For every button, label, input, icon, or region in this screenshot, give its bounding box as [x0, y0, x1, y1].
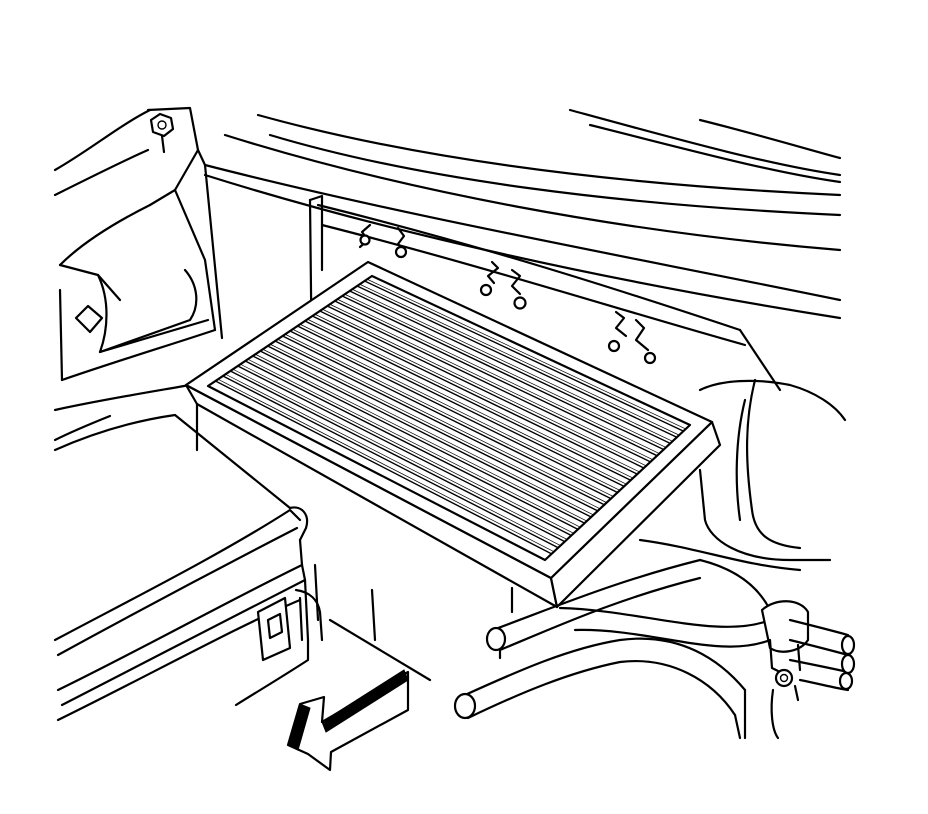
retaining-clip-1 [358, 223, 408, 259]
retaining-clip-3 [607, 310, 657, 365]
filter-pleat-edge [359, 283, 680, 436]
filter-pleat-edge [352, 288, 673, 442]
cowl-panel-curves [203, 108, 842, 320]
filter-pleat-edge [217, 378, 555, 553]
filter-pleat [222, 375, 559, 549]
filter-pleat [304, 320, 632, 481]
filter-pleat-edge [344, 293, 667, 448]
filter-pleat [229, 370, 566, 543]
filter-pleat-edge [277, 338, 607, 503]
filter-pleat-edge [240, 363, 574, 534]
filter-pleat [319, 310, 645, 469]
filter-pleat-edge [262, 348, 594, 516]
removal-arrow-icon [286, 669, 410, 772]
filter-pleat-edge [314, 313, 640, 473]
filter-pleat [348, 290, 671, 445]
filter-pleat-edge [337, 298, 660, 454]
filter-pleat-edge [255, 353, 588, 522]
filter-pleats [214, 278, 686, 555]
left-side-panel [53, 106, 224, 442]
filter-pleat [296, 325, 625, 488]
filter-pleat [363, 280, 685, 432]
filter-pleat [334, 300, 658, 457]
filter-pleat [252, 355, 586, 524]
filter-pleat [289, 330, 619, 494]
filter-pleat-edge [292, 328, 620, 491]
filter-pleat-edge [329, 303, 653, 460]
filter-pleat [214, 380, 553, 555]
filter-housing [298, 194, 847, 572]
filter-pleat-edge [270, 343, 601, 510]
filter-pleat [259, 350, 592, 518]
filter-pleat [311, 315, 638, 475]
cable-harness [453, 558, 856, 740]
filter-pleat [266, 345, 599, 512]
filter-pleat-edge [284, 333, 614, 497]
filter-pleat [356, 285, 678, 438]
filter-pleat [274, 340, 606, 506]
filter-pleat [244, 360, 579, 531]
filter-pleat [281, 335, 612, 500]
filter-pleat-edge [225, 373, 561, 546]
filter-pleat-edge [299, 323, 627, 485]
filter-pleat-edge [247, 358, 581, 528]
filter-pleat-edge [232, 368, 568, 540]
retaining-clips [358, 223, 657, 365]
filter-pleat [326, 305, 652, 463]
cabin-air-filter [184, 260, 722, 609]
filter-pleat-edge [307, 318, 634, 479]
diamond-clip-icon [74, 304, 104, 334]
filter-pleat-edge [322, 308, 647, 467]
filter-pleat [237, 365, 573, 537]
filter-pleat [341, 295, 665, 451]
filter-pleat-edge [367, 278, 686, 430]
bolt-icon [149, 112, 175, 154]
retaining-clip-2 [479, 260, 527, 310]
